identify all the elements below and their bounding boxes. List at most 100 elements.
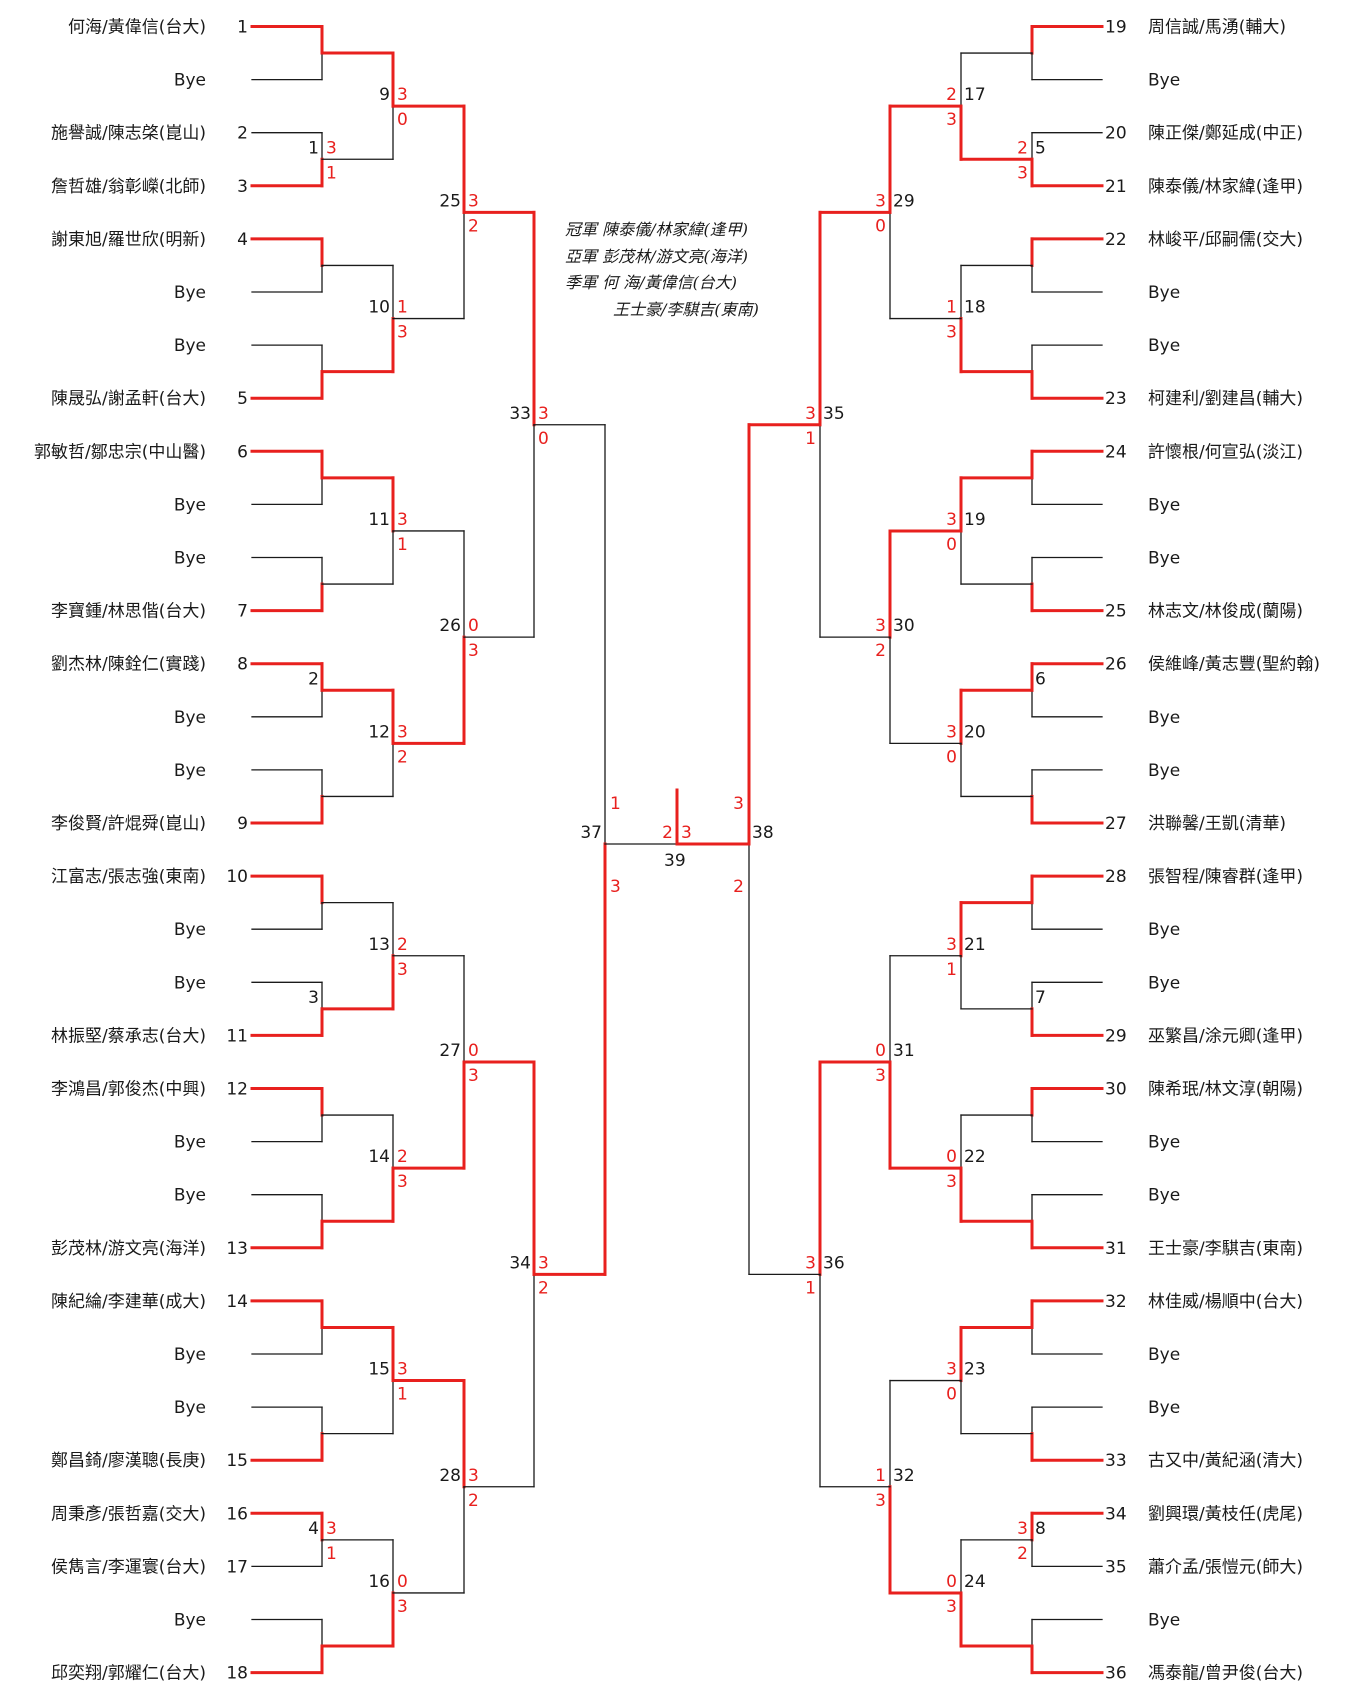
- bye-label: Bye: [1148, 549, 1180, 569]
- match-number: 8: [1035, 1519, 1046, 1539]
- seed-number: 33: [1105, 1451, 1127, 1471]
- seed-number: 17: [226, 1557, 248, 1577]
- seed-number: 35: [1105, 1557, 1127, 1577]
- match-score: 3: [946, 110, 957, 130]
- match-number: 15: [368, 1360, 390, 1380]
- bye-label: Bye: [1148, 920, 1180, 940]
- seed-number: 10: [226, 867, 248, 887]
- seed-number: 9: [237, 814, 248, 834]
- match-score: 3: [946, 722, 957, 742]
- bye-label: Bye: [174, 1611, 206, 1631]
- player-name: 李鴻昌/郭俊杰(中興): [51, 1080, 206, 1100]
- seed-number: 30: [1105, 1080, 1127, 1100]
- match-score: 3: [468, 1466, 479, 1486]
- match-score: 3: [610, 877, 621, 897]
- bye-label: Bye: [174, 283, 206, 303]
- match-score: 3: [805, 404, 816, 424]
- seed-number: 28: [1105, 867, 1127, 887]
- match-number: 5: [1035, 138, 1046, 158]
- player-name: 許懷根/何宣弘(淡江): [1148, 442, 1303, 462]
- player-name: 郭敏哲/鄒忠宗(中山醫): [34, 442, 206, 462]
- match-score: 3: [397, 510, 408, 530]
- player-name: 周秉彥/張哲嘉(交大): [51, 1504, 206, 1524]
- match-score: 3: [397, 323, 408, 343]
- player-name: 林振堅/蔡承志(台大): [51, 1026, 206, 1046]
- match-number: 34: [509, 1253, 531, 1273]
- match-number: 29: [893, 191, 915, 211]
- results-box: 冠軍 陳泰儀/林家緯(逢甲) 亞軍 彭茂林/游文亮(海洋) 季軍 何 海/黃偉信…: [565, 220, 759, 319]
- match-score: 3: [468, 641, 479, 661]
- match-score: 0: [468, 616, 479, 636]
- bye-label: Bye: [174, 708, 206, 728]
- match-number: 27: [439, 1041, 461, 1061]
- match-score: 3: [326, 138, 337, 158]
- match-score: 0: [946, 747, 957, 767]
- bye-label: Bye: [1148, 1345, 1180, 1365]
- match-number: 3: [308, 988, 319, 1008]
- match-score: 3: [397, 1597, 408, 1617]
- match-score: 0: [946, 1385, 957, 1405]
- match-score: 1: [397, 1385, 408, 1405]
- bye-label: Bye: [1148, 761, 1180, 781]
- bye-label: Bye: [174, 1186, 206, 1206]
- match-number: 37: [580, 823, 602, 843]
- seed-number: 3: [237, 177, 248, 197]
- player-name: 林佳威/楊順中(台大): [1148, 1292, 1303, 1312]
- match-score: 0: [397, 1572, 408, 1592]
- bye-label: Bye: [174, 920, 206, 940]
- match-score: 1: [397, 535, 408, 555]
- player-name: 詹哲雄/翁彰嶸(北師): [51, 177, 206, 197]
- match-number: 9: [379, 85, 390, 105]
- match-score: 3: [1017, 163, 1028, 183]
- match-score: 0: [468, 1041, 479, 1061]
- player-name: 張智程/陳睿群(逢甲): [1148, 867, 1303, 887]
- match-score: 3: [946, 1597, 957, 1617]
- match-score: 3: [397, 960, 408, 980]
- match-score: 3: [468, 191, 479, 211]
- match-score: 3: [397, 1172, 408, 1192]
- match-score: 3: [397, 85, 408, 105]
- bye-label: Bye: [1148, 495, 1180, 515]
- seed-number: 2: [237, 124, 248, 144]
- match-score: 3: [397, 1360, 408, 1380]
- seed-number: 25: [1105, 602, 1127, 622]
- player-name: 陳泰儀/林家緯(逢甲): [1148, 177, 1303, 197]
- match-score: 3: [875, 616, 886, 636]
- match-number: 17: [964, 85, 986, 105]
- player-name: 侯維峰/黃志豐(聖約翰): [1148, 655, 1320, 675]
- seed-number: 20: [1105, 124, 1127, 144]
- match-score: 2: [875, 641, 886, 661]
- match-score: 2: [397, 1147, 408, 1167]
- player-name: 古又中/黃紀涵(清大): [1148, 1451, 1303, 1471]
- bye-label: Bye: [1148, 1398, 1180, 1418]
- player-name: 林峻平/邱嗣儒(交大): [1148, 230, 1303, 250]
- player-name: 陳正傑/鄭延成(中正): [1148, 124, 1303, 144]
- bye-label: Bye: [174, 1398, 206, 1418]
- bye-label: Bye: [174, 1133, 206, 1153]
- match-score: 3: [805, 1253, 816, 1273]
- player-name: 何海/黃偉信(台大): [68, 18, 206, 38]
- match-score: 3: [946, 1360, 957, 1380]
- seed-number: 14: [226, 1292, 248, 1312]
- match-score: 2: [397, 747, 408, 767]
- match-score: 3: [875, 191, 886, 211]
- player-name: 王士豪/李騏吉(東南): [1148, 1238, 1303, 1259]
- bracket-lines: [250, 25, 1104, 1675]
- player-name: 蕭介孟/張愷元(師大): [1148, 1557, 1303, 1577]
- player-name: 洪聯馨/王凱(清華): [1148, 814, 1286, 834]
- player-name: 李俊賢/許焜舜(崑山): [51, 814, 206, 834]
- bye-label: Bye: [174, 761, 206, 781]
- match-number: 20: [964, 722, 986, 742]
- player-name: 巫繁昌/涂元卿(逢甲): [1148, 1026, 1303, 1046]
- seed-number: 23: [1105, 389, 1127, 409]
- match-number: 10: [368, 298, 390, 318]
- match-number: 32: [893, 1466, 915, 1486]
- player-name: 邱奕翔/郭耀仁(台大): [51, 1664, 206, 1684]
- bye-label: Bye: [1148, 71, 1180, 91]
- match-score: 2: [733, 877, 744, 897]
- match-score: 1: [326, 1544, 337, 1564]
- bye-label: Bye: [174, 71, 206, 91]
- third-place-line-a: 季軍 何 海/黃偉信(台大): [565, 273, 737, 292]
- seed-number: 15: [226, 1451, 248, 1471]
- match-number: 28: [439, 1466, 461, 1486]
